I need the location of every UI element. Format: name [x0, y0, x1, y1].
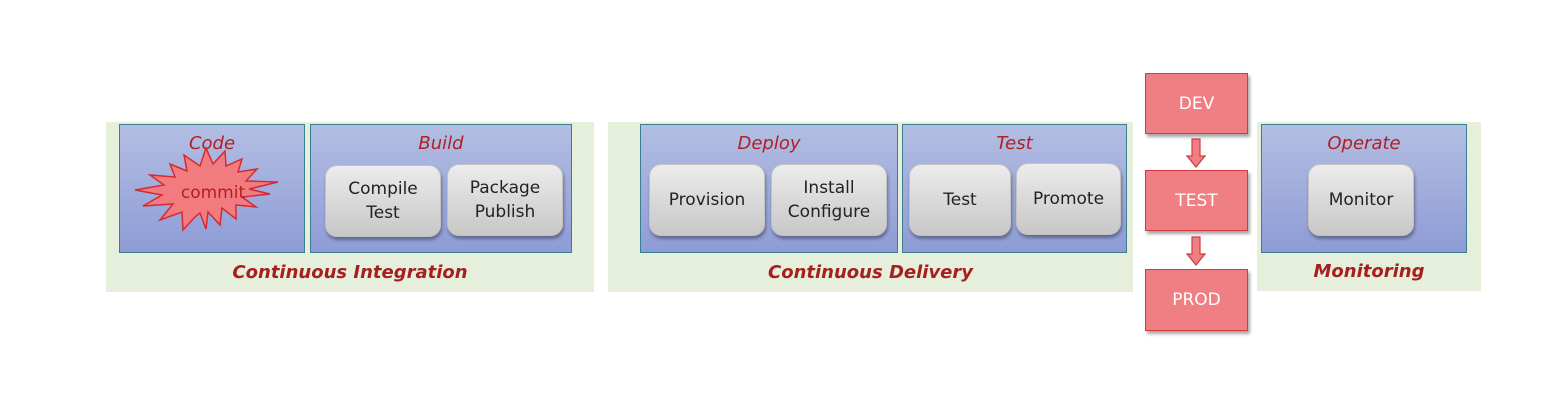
task-line: Provision	[668, 190, 746, 210]
env-label: PROD	[1172, 290, 1221, 310]
commit-label: commit	[180, 183, 246, 203]
down-arrow-icon	[1186, 236, 1206, 266]
env-test: TEST	[1145, 170, 1248, 231]
task-line: Configure	[787, 202, 871, 222]
env-label: TEST	[1175, 190, 1218, 211]
group-label-continuous-delivery: Continuous Delivery	[768, 262, 973, 283]
stage-title-test: Test	[996, 133, 1033, 154]
group-label-continuous-integration: Continuous Integration	[232, 262, 468, 283]
group-continuous-delivery: Deploy Provision Install Configure Test …	[608, 122, 1133, 292]
commit-burst-icon	[134, 145, 279, 232]
task-install-configure: Install Configure	[771, 164, 887, 236]
stage-test: Test Test Promote	[902, 124, 1127, 253]
stage-deploy: Deploy Provision Install Configure	[640, 124, 898, 253]
down-arrow-icon	[1186, 138, 1206, 168]
env-label: DEV	[1178, 93, 1215, 114]
task-line: Package	[469, 178, 541, 198]
task-line: Install	[803, 178, 855, 198]
task-line: Monitor	[1328, 190, 1394, 210]
group-monitoring: Operate Monitor Monitoring	[1257, 122, 1481, 291]
stage-code: Code commit	[119, 124, 305, 253]
env-dev: DEV	[1145, 73, 1248, 134]
stage-title-build: Build	[418, 133, 464, 154]
stage-title-operate: Operate	[1327, 133, 1401, 154]
task-compile-test: Compile Test	[325, 165, 441, 237]
task-line: Compile	[348, 179, 418, 199]
task-test: Test	[909, 164, 1011, 236]
stage-title-deploy: Deploy	[737, 133, 801, 154]
task-monitor: Monitor	[1308, 164, 1414, 236]
group-label-monitoring: Monitoring	[1313, 261, 1425, 282]
task-line: Test	[366, 203, 400, 223]
env-prod: PROD	[1145, 269, 1248, 331]
task-promote: Promote	[1016, 163, 1121, 235]
stage-title-code: Code	[188, 133, 236, 154]
stage-operate: Operate Monitor	[1261, 124, 1467, 253]
group-continuous-integration: Code commit Build Compile Test Package P…	[106, 122, 594, 292]
stage-build: Build Compile Test Package Publish	[310, 124, 572, 253]
task-package-publish: Package Publish	[447, 164, 563, 236]
task-line: Promote	[1032, 189, 1105, 209]
task-provision: Provision	[649, 164, 765, 236]
task-line: Test	[943, 190, 977, 210]
task-line: Publish	[474, 202, 536, 222]
